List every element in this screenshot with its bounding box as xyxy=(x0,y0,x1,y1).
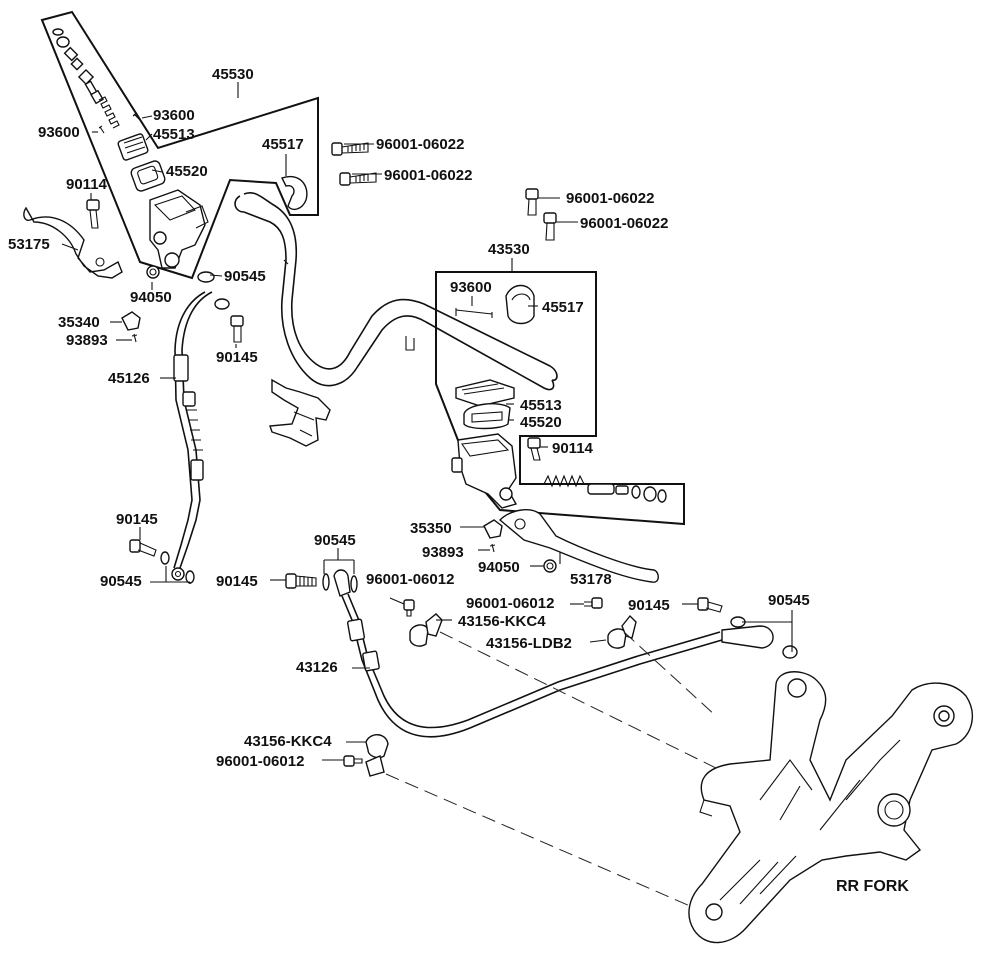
label-43530: 43530 xyxy=(488,241,530,258)
label-94050-a: 94050 xyxy=(130,289,172,306)
left-master-cylinder-box xyxy=(40,10,319,280)
label-94050-b: 94050 xyxy=(478,559,520,576)
label-45513-a: 45513 xyxy=(153,126,195,143)
label-90145-b: 90145 xyxy=(116,511,158,528)
label-90545-d: 90545 xyxy=(768,592,810,609)
screw-93893-left xyxy=(131,333,138,343)
label-45520-a: 45520 xyxy=(166,163,208,180)
reservoir-cap-45513-right xyxy=(455,379,515,407)
label-96001-06022-b: 96001-06022 xyxy=(384,167,472,184)
label-96001-06012-g: 96001-06012 xyxy=(216,753,304,770)
label-90145-c: 90145 xyxy=(216,573,258,590)
brake-hose-45126 xyxy=(171,291,213,581)
master-cylinder-body-right xyxy=(451,433,518,509)
pivot-bolt-90114-left xyxy=(86,199,100,229)
label-90545-b: 90545 xyxy=(100,573,142,590)
label-93893-a: 93893 xyxy=(66,332,108,349)
nut-94050-left xyxy=(146,265,160,279)
part-labels: 45530 93600 93600 45513 45520 45517 9600… xyxy=(8,66,909,895)
banjo-bolt-90145-right xyxy=(697,597,723,613)
label-43156-ldb2: 43156-LDB2 xyxy=(486,635,572,652)
right-piston-kit xyxy=(543,474,667,503)
pin-93600-right xyxy=(455,308,493,318)
bolt-96001-top-1 xyxy=(331,142,369,156)
label-45520-b: 45520 xyxy=(520,414,562,431)
bolt-96001-right-2 xyxy=(543,212,557,241)
bolt-96001-06012-3 xyxy=(343,755,363,767)
label-90145-d: 90145 xyxy=(628,597,670,614)
label-35350: 35350 xyxy=(410,520,452,537)
label-96001-06022-c: 96001-06022 xyxy=(566,190,654,207)
label-45513-b: 45513 xyxy=(520,397,562,414)
brake-hose-43126 xyxy=(333,569,774,738)
label-35340: 35340 xyxy=(58,314,100,331)
reservoir-cap-45513-left xyxy=(117,133,149,161)
label-90114-b: 90114 xyxy=(552,440,594,457)
pivot-bolt-90114-right xyxy=(527,437,541,461)
label-96001-06022-a: 96001-06022 xyxy=(376,136,464,153)
label-93600-b: 93600 xyxy=(38,124,80,141)
banjo-bolt-90145-left xyxy=(230,315,244,343)
lever-53175 xyxy=(23,206,123,279)
bolt-96001-top-2 xyxy=(339,172,377,186)
label-43156-kkc4-c: 43156-KKC4 xyxy=(244,733,332,750)
banjo-bolt-90145-middle xyxy=(285,573,358,593)
switch-35340 xyxy=(121,311,141,331)
diaphragm-45520-right xyxy=(463,403,511,430)
handlebar xyxy=(234,191,558,447)
clamp-45517-left xyxy=(281,175,308,211)
label-43156-kkc4-a: 43156-KKC4 xyxy=(458,613,546,630)
label-45517-a: 45517 xyxy=(262,136,304,153)
label-96001-06022-d: 96001-06022 xyxy=(580,215,668,232)
rear-fork xyxy=(688,671,974,944)
clamp-45517-right xyxy=(505,284,535,325)
label-93600-a: 93600 xyxy=(153,107,195,124)
lever-53178 xyxy=(498,509,659,583)
banjo-bolt-90145-bottom-left xyxy=(129,539,195,584)
label-90114-a: 90114 xyxy=(66,176,108,193)
bolt-96001-06012-1 xyxy=(403,599,415,617)
label-45530: 45530 xyxy=(212,66,254,83)
screw-93893-right xyxy=(489,543,496,553)
label-45517-b: 45517 xyxy=(542,299,584,316)
label-90545-c: 90545 xyxy=(314,532,356,549)
left-piston-kit xyxy=(52,28,120,129)
pin-93600-left xyxy=(98,112,141,134)
label-rr-fork: RR FORK xyxy=(836,878,909,895)
master-cylinder-body-left xyxy=(149,189,209,269)
label-96001-06012-e: 96001-06012 xyxy=(366,571,454,588)
bolt-96001-right-1 xyxy=(525,188,539,216)
label-43126: 43126 xyxy=(296,659,338,676)
clamp-43156-kkc4-1 xyxy=(409,613,443,647)
label-93893-b: 93893 xyxy=(422,544,464,561)
leader-lines xyxy=(61,82,793,761)
label-93600-c: 93600 xyxy=(450,279,492,296)
label-90545-a: 90545 xyxy=(224,268,266,285)
label-96001-06012-f: 96001-06012 xyxy=(466,595,554,612)
diaphragm-45520-left xyxy=(130,160,166,192)
label-53178: 53178 xyxy=(570,571,612,588)
bolt-96001-06012-2 xyxy=(584,597,603,609)
clamp-43156-ldb2 xyxy=(607,614,637,649)
label-90145-a: 90145 xyxy=(216,349,258,366)
clamp-43156-kkc4-2 xyxy=(365,734,389,777)
dashed-reference-lines xyxy=(385,631,721,907)
washers-90545-left xyxy=(197,271,230,310)
nut-94050-right xyxy=(543,559,557,573)
label-53175: 53175 xyxy=(8,236,50,253)
switch-35350 xyxy=(483,519,503,539)
label-45126: 45126 xyxy=(108,370,150,387)
